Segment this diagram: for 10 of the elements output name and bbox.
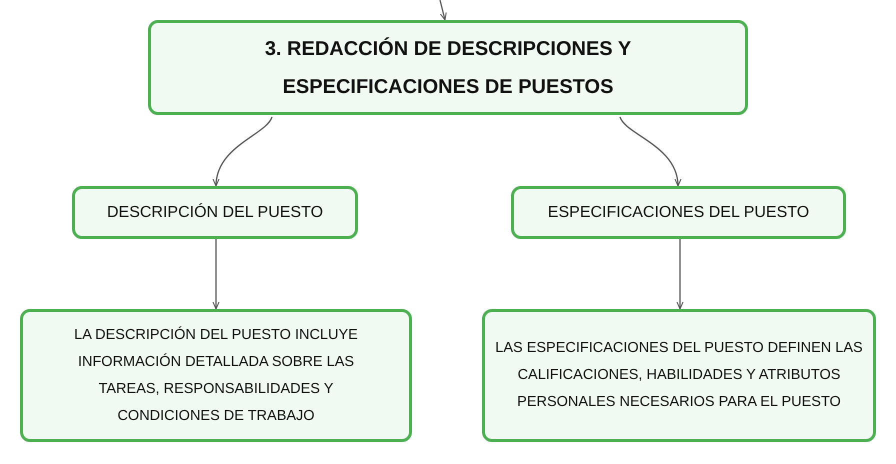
arrow — [213, 116, 273, 186]
arrow — [676, 239, 684, 310]
arrow — [619, 116, 681, 186]
subtopic-box: LA DESCRIPCIÓN DEL PUESTO INCLUYE INFORMACIÓN DETALLADA SOBRE LAS TAREAS, RESPONSABILIDADES Y CONDICIONES DE TRABAJO — [20, 309, 412, 442]
topic-box: 3. REDACCIÓN DE DESCRIPCIONES Y ESPECIFICACIONES DE PUESTOS — [148, 20, 748, 115]
arrow — [439, 0, 447, 20]
subtopic-box: DESCRIPCIÓN DEL PUESTO — [72, 186, 358, 239]
arrow — [212, 239, 220, 310]
subtopic-box: LAS ESPECIFICACIONES DEL PUESTO DEFINEN LAS CALIFICACIONES, HABILIDADES Y ATRIBUTOS PERSONALES NECESARIOS PARA EL PUESTO — [482, 309, 876, 442]
subtopic-box: ESPECIFICACIONES DEL PUESTO — [511, 186, 846, 239]
